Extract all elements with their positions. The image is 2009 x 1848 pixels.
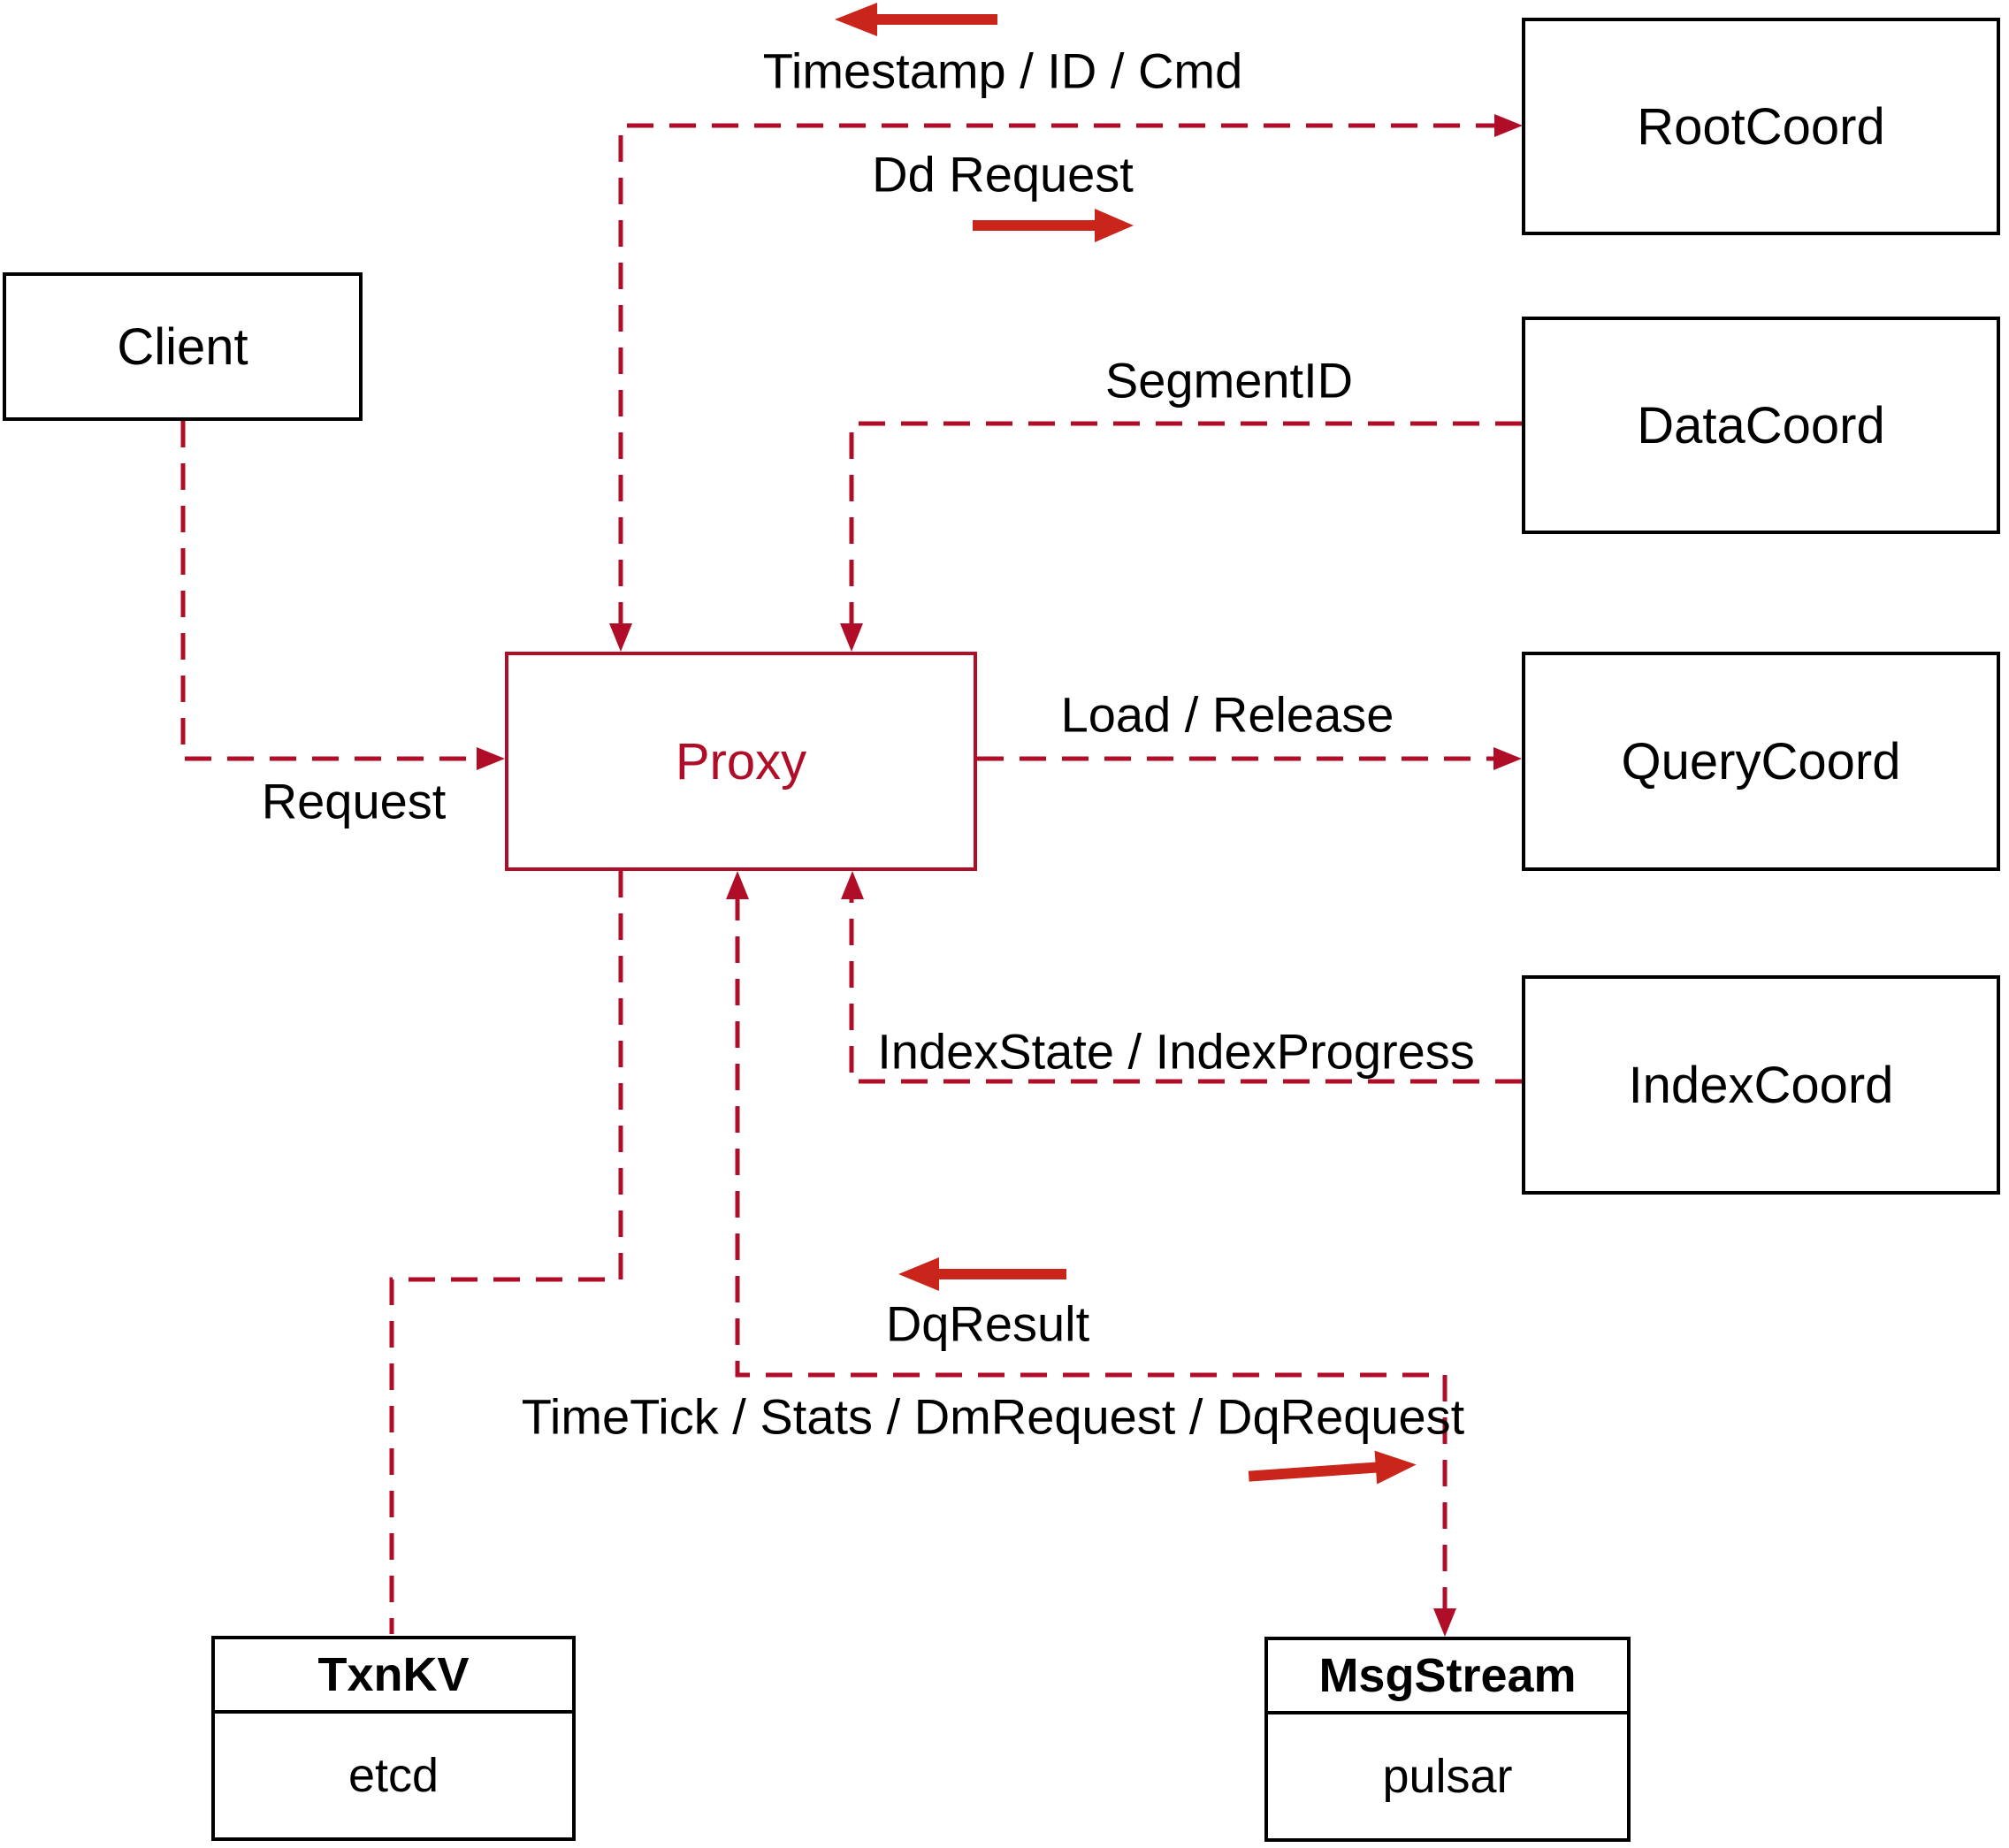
arrowhead-into-proxy-top-2 xyxy=(840,623,863,652)
edge-label-dq-result: DqResult xyxy=(885,1295,1090,1352)
edge-label-timestamp-id-cmd: Timestamp / ID / Cmd xyxy=(762,42,1243,99)
arrowhead-into-proxy-bottom-1 xyxy=(726,871,749,899)
msgstream-title: MsgStream xyxy=(1268,1640,1627,1714)
edge-label-timetick-stats: TimeTick / Stats / DmRequest / DqRequest xyxy=(521,1388,1465,1445)
txnkv-title: TxnKV xyxy=(215,1639,572,1714)
edge-label-request: Request xyxy=(261,773,447,829)
datacoord-node: DataCoord xyxy=(1522,317,2000,534)
proxy-label: Proxy xyxy=(675,732,807,790)
indexcoord-label: IndexCoord xyxy=(1628,1056,1894,1114)
left-arrow-icon xyxy=(835,3,997,36)
edge-label-segment-id: SegmentID xyxy=(1104,352,1354,409)
indexcoord-node: IndexCoord xyxy=(1522,975,2000,1195)
arrowhead-into-proxy-left xyxy=(477,747,505,770)
edge-label-load-release: Load / Release xyxy=(1060,686,1394,743)
right-arrow-icon xyxy=(973,209,1134,242)
edge-proxy-txnkv xyxy=(389,871,623,1634)
arrowhead-into-proxy-top-1 xyxy=(609,623,632,652)
querycoord-label: QueryCoord xyxy=(1621,732,1901,790)
edge-label-dd-request: Dd Request xyxy=(872,146,1134,202)
msgstream-node: MsgStream pulsar xyxy=(1264,1637,1631,1842)
client-node: Client xyxy=(3,272,363,421)
edge-client-proxy xyxy=(180,421,482,761)
querycoord-node: QueryCoord xyxy=(1522,652,2000,871)
rootcoord-node: RootCoord xyxy=(1522,18,2000,235)
txnkv-node: TxnKV etcd xyxy=(211,1636,576,1841)
arrowhead-into-rootcoord xyxy=(1494,114,1523,137)
arrowhead-into-querycoord xyxy=(1493,747,1522,770)
edge-label-index-state-progress: IndexState / IndexProgress xyxy=(877,1023,1475,1080)
txnkv-subtitle: etcd xyxy=(348,1749,439,1802)
arrowhead-into-msgstream xyxy=(1433,1608,1456,1637)
edge-proxy-msgstream xyxy=(735,894,1448,1614)
edge-indexcoord-proxy xyxy=(849,894,1522,1084)
left-arrow-icon xyxy=(898,1257,1066,1291)
proxy-node: Proxy xyxy=(505,652,977,871)
edge-datacoord-proxy xyxy=(849,421,1522,629)
right-arrow-icon xyxy=(1248,1450,1417,1485)
arrowhead-into-proxy-bottom-2 xyxy=(841,871,864,899)
client-label: Client xyxy=(117,317,248,376)
msgstream-subtitle: pulsar xyxy=(1382,1750,1513,1803)
datacoord-label: DataCoord xyxy=(1637,396,1885,454)
rootcoord-label: RootCoord xyxy=(1637,97,1885,156)
